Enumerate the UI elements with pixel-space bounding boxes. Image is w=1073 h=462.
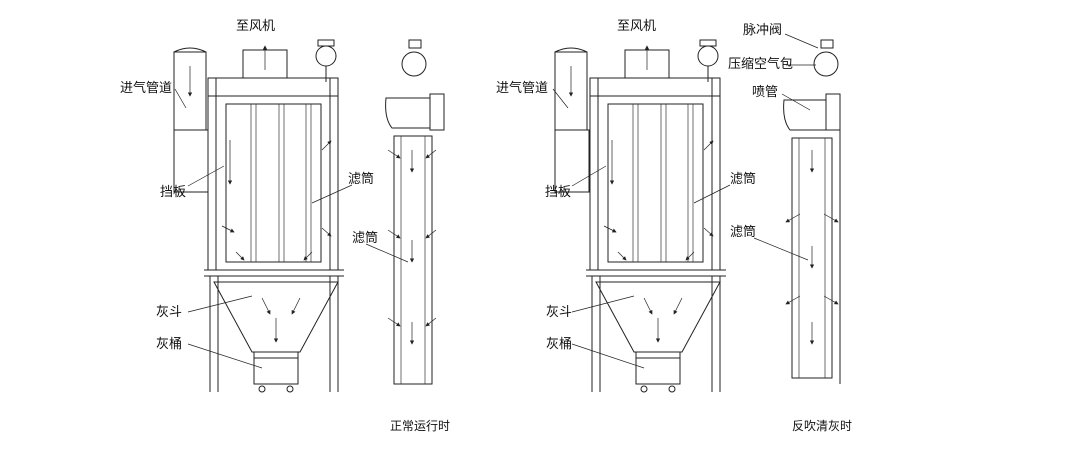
pulse-valve-right [697, 39, 719, 82]
fan-outlet-right [607, 45, 692, 79]
pulse-valve-left [315, 39, 337, 82]
leader-pulse-valve [784, 33, 819, 49]
dust-bucket-left [253, 351, 299, 393]
leader-baffle-left [187, 165, 225, 187]
label-filter-right: 滤筒 [730, 171, 756, 187]
collector-right [552, 33, 841, 393]
label-fan-right: 至风机 [617, 19, 656, 34]
leader-bucket-left [187, 343, 263, 369]
label-filter-side-left: 滤筒 [352, 230, 378, 246]
label-bucket-right: 灰桶 [546, 337, 572, 352]
collector-left [173, 39, 445, 393]
filter-tube-left [385, 39, 445, 385]
filter-tube-right [783, 39, 841, 384]
label-baffle-right: 挡板 [545, 185, 571, 200]
leader-filter-right [693, 184, 731, 204]
caption-normal: 正常运行时 [390, 419, 450, 433]
leader-bucket-right [571, 343, 645, 369]
leader-filter-side-right [753, 237, 809, 261]
leader-filter-side-left [365, 243, 409, 263]
label-air-tank: 压缩空气包 [728, 56, 793, 72]
label-hopper-right: 灰斗 [546, 305, 572, 320]
label-pulse-valve: 脉冲阀 [743, 23, 782, 38]
caption-cleaning: 反吹清灰时 [792, 419, 852, 433]
inlet-duct-right [554, 47, 590, 193]
label-baffle-left: 挡板 [160, 185, 186, 200]
leader-filter-left [311, 184, 353, 204]
label-blow-pipe: 喷管 [752, 85, 778, 100]
leader-inlet-left [174, 88, 187, 109]
inlet-duct-left [173, 47, 209, 193]
label-inlet-left: 进气管道 [120, 80, 172, 96]
leader-inlet-right [552, 88, 569, 109]
housing-right [586, 77, 726, 277]
leader-blow-pipe [781, 93, 811, 111]
fan-outlet-left [225, 45, 310, 79]
label-bucket-left: 灰桶 [156, 337, 182, 352]
hopper-right [591, 276, 721, 392]
housing-left [204, 77, 344, 277]
leader-hopper-right [571, 295, 635, 313]
label-filter-left: 滤筒 [348, 171, 374, 187]
label-inlet-right: 进气管道 [496, 80, 548, 96]
label-filter-side-right: 滤筒 [730, 224, 756, 240]
label-fan-left: 至风机 [236, 19, 275, 34]
hopper-left [209, 276, 339, 392]
leader-hopper-left [187, 295, 253, 313]
leader-baffle-right [571, 165, 607, 187]
dust-bucket-right [635, 351, 681, 393]
label-hopper-left: 灰斗 [156, 305, 182, 320]
